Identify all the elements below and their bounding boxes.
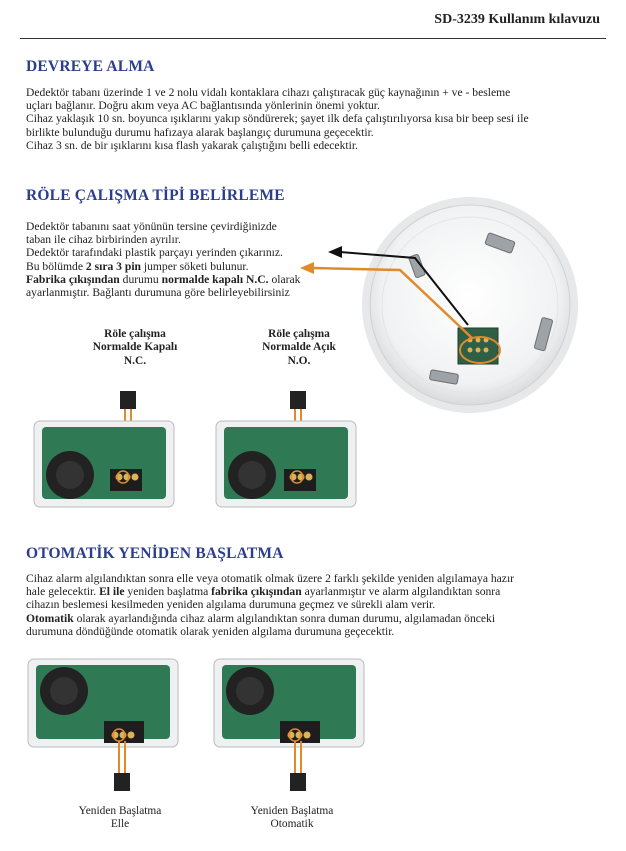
manual-restart-caption: Yeniden Başlatma Elle [78, 805, 162, 831]
section1-line: Dedektör tabanı üzerinde 1 ve 2 nolu vid… [26, 86, 511, 99]
section1-line: birlikte bulunduğu durumu hafızaya alara… [26, 125, 374, 139]
section2-line: Dedektör tarafındaki plastik parçayı yer… [26, 246, 283, 260]
section1-line: Cihaz 3 sn. de bir ışıklarını kısa flash… [26, 138, 358, 152]
manual-title: SD-3239 Kullanım kılavuzu [434, 12, 600, 27]
section2-text: Dedektör tabanını saat yönünün tersine ç… [26, 220, 356, 299]
no-caption: Röle çalışma Normalde Açık N.O. [262, 328, 336, 367]
section-heading-otomatik-baslatma: OTOMATİK YENİDEN BAŞLATMA [26, 545, 284, 562]
section-heading-devreye-alma: DEVREYE ALMA [26, 58, 155, 75]
section-heading-role-calisma: RÖLE ÇALIŞMA TİPİ BELİRLEME [26, 187, 285, 204]
page-header: SD-3239 Kullanım kılavuzu [20, 10, 606, 39]
section3-line: cihazın beslemesi kesilmeden yeniden alg… [26, 598, 436, 612]
nc-caption: Röle çalışma Normalde Kapalı N.C. [92, 328, 178, 367]
pcb-restart-manual-illustration [27, 658, 179, 791]
section3-line: hale gelecektir. El ile yeniden başlatma… [26, 585, 501, 599]
section2-line: Fabrika çıkışından durumu normalde kapal… [26, 272, 301, 286]
auto-restart-caption: Yeniden Başlatma Otomatik [250, 805, 334, 831]
pcb-jumper-nc-illustration [33, 391, 175, 508]
section3-line: Cihaz alarm algılandıktan sonra elle vey… [26, 572, 515, 585]
detector-base-illustration [300, 197, 578, 413]
section1-line: Cihaz yaklaşık 10 sn. boyunca ışıklarını… [26, 112, 529, 126]
section2-line: taban ile cihaz birbirinden ayrılır. [26, 233, 181, 247]
pcb-jumper-no-illustration [215, 391, 357, 508]
section2-line: Dedektör tabanını saat yönünün tersine ç… [26, 220, 277, 233]
section3-line: Otomatik olarak ayarlandığında cihaz ala… [26, 611, 496, 625]
section2-line: Bu bölümde 2 sıra 3 pin jumper söketi bu… [26, 259, 249, 273]
pcb-restart-auto-illustration [213, 658, 365, 791]
section3-text: Cihaz alarm algılandıktan sonra elle vey… [26, 572, 616, 638]
section1-text: Dedektör tabanı üzerinde 1 ve 2 nolu vid… [26, 86, 606, 152]
section2-line: ayarlanmıştır. Bağlantı durumuna göre be… [26, 286, 290, 300]
section1-line: uçları bağlanır. Doğru akım veya AC bağl… [26, 99, 380, 113]
section3-line: durumuna döndüğünde otomatik olarak yeni… [26, 624, 395, 638]
